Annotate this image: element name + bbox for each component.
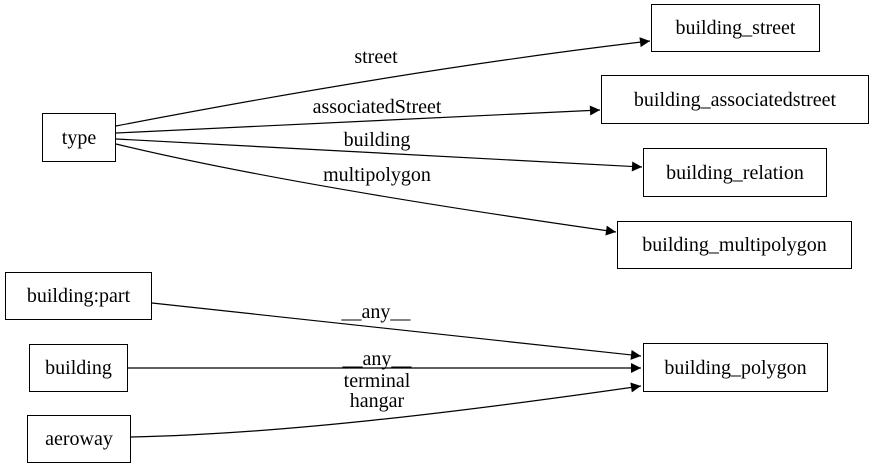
node-type: type [42, 113, 116, 162]
edge-type-building-street [115, 37, 651, 127]
node-building-part: building:part [5, 272, 152, 320]
node-label: building_multipolygon [642, 234, 827, 256]
node-label: aeroway [45, 428, 113, 450]
node-label: building_associatedstreet [633, 88, 837, 111]
edge-building-part-building-polygon [151, 302, 642, 360]
edge-label-terminal: terminal [343, 370, 411, 392]
edge-label-any-building: __any__ [342, 348, 412, 370]
edge-type-building-multipolygon [115, 143, 617, 236]
node-label: type [61, 126, 97, 149]
node-building-multipolygon: building_multipolygon [617, 221, 852, 269]
edge-label-building: building [343, 129, 411, 151]
edge-label-hangar: hangar [349, 390, 405, 412]
edge-label-multipolygon: multipolygon [323, 164, 431, 186]
node-building-associatedstreet: building_associatedstreet [601, 75, 869, 124]
node-label: building_street [675, 17, 796, 39]
node-aeroway: aeroway [27, 415, 131, 463]
edge-label-associatedstreet: associatedStreet [312, 96, 442, 118]
node-label: building [45, 357, 112, 379]
edge-type-building-relation [115, 138, 643, 172]
node-building: building [29, 344, 128, 392]
edge-label-street: street [354, 46, 398, 68]
node-label: building_polygon [664, 356, 807, 379]
edge-type-building-associatedstreet [115, 105, 601, 134]
node-building-polygon: building_polygon [643, 343, 828, 392]
node-building-street: building_street [651, 4, 820, 52]
edge-aeroway-building-polygon [130, 382, 642, 438]
node-building-relation: building_relation [643, 148, 827, 197]
node-label: building_relation [666, 161, 804, 184]
node-label: building:part [26, 285, 131, 307]
edge-label-any-building-part: __any__ [341, 301, 411, 323]
